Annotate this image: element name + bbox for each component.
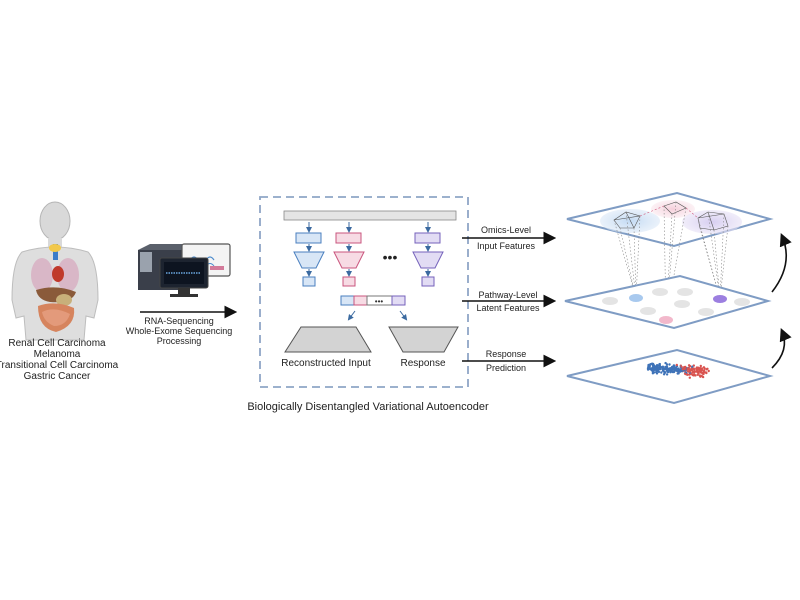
scatter-point bbox=[700, 371, 703, 374]
scatter-point bbox=[702, 369, 706, 372]
cancer-label-3: Transitional Cell Carcinoma bbox=[0, 360, 119, 371]
scatter-point bbox=[699, 375, 702, 378]
scatter-point bbox=[691, 365, 694, 368]
decoder-arrow-left bbox=[347, 310, 356, 321]
scatter-point bbox=[678, 368, 681, 372]
pathway-latent-nodes bbox=[602, 288, 750, 324]
scatter-point bbox=[701, 375, 705, 379]
cancer-label-2: Melanoma bbox=[34, 349, 81, 360]
scatter-point bbox=[647, 363, 651, 367]
scatter-point bbox=[702, 372, 705, 376]
omics-cluster-blue bbox=[600, 209, 660, 233]
response-prediction-label-2: Prediction bbox=[486, 363, 526, 373]
pathway-label-2: Latent Features bbox=[476, 303, 540, 313]
scatter-point bbox=[673, 364, 676, 367]
scatter-point bbox=[658, 362, 661, 366]
scatter-point bbox=[705, 368, 708, 371]
sequencing-label-2: Whole-Exome Sequencing bbox=[126, 326, 233, 336]
scatter-point bbox=[671, 370, 675, 374]
sequencer-computer-illustration bbox=[138, 243, 231, 297]
curved-arrow-upper bbox=[771, 233, 792, 293]
scatter-point bbox=[681, 368, 684, 371]
pathway-plane bbox=[564, 274, 772, 330]
scatter-point bbox=[691, 371, 694, 374]
latent-vector-ellipsis: ••• bbox=[375, 297, 384, 306]
scatter-point bbox=[688, 376, 691, 379]
scatter-point bbox=[693, 370, 697, 373]
scatter-point bbox=[651, 368, 654, 371]
scatter-point bbox=[676, 368, 679, 371]
vae-ellipsis: ••• bbox=[383, 249, 398, 265]
scatter-point bbox=[683, 367, 686, 371]
encoder-branch-purple bbox=[412, 222, 444, 287]
omics-label-1: Omics-Level bbox=[481, 225, 531, 235]
scatter-point bbox=[688, 369, 692, 372]
scatter-point bbox=[699, 364, 702, 368]
scatter-point bbox=[683, 372, 687, 375]
scatter-point bbox=[695, 370, 699, 373]
human-figure-illustration bbox=[11, 201, 99, 341]
vae-title: Biologically Disentangled Variational Au… bbox=[247, 401, 489, 413]
scatter-point bbox=[691, 369, 694, 372]
scatter-point bbox=[651, 372, 655, 375]
scatter-point bbox=[665, 369, 668, 372]
scatter-point bbox=[702, 366, 706, 369]
scatter-point bbox=[664, 361, 667, 365]
plane-connection-lines bbox=[613, 201, 729, 321]
scatter-point bbox=[695, 367, 698, 370]
scatter-point bbox=[663, 370, 666, 373]
response-label: Response bbox=[400, 358, 445, 369]
scatter-point bbox=[665, 365, 669, 368]
scatter-point bbox=[703, 371, 706, 374]
scatter-point bbox=[657, 369, 660, 372]
curved-arrow-lower bbox=[771, 328, 792, 369]
sequencing-label-3: Processing bbox=[157, 336, 202, 346]
encoder-branch-pink bbox=[333, 222, 365, 287]
scatter-point bbox=[668, 363, 671, 366]
sequencing-label-1: RNA-Sequencing bbox=[144, 316, 214, 326]
scatter-point bbox=[652, 365, 655, 369]
scatter-point bbox=[686, 368, 690, 371]
scatter-point bbox=[660, 371, 663, 374]
cancer-label-4: Gastric Cancer bbox=[24, 371, 91, 382]
scatter-point bbox=[665, 373, 669, 376]
omics-network bbox=[613, 201, 729, 231]
omics-cluster-purple bbox=[682, 210, 742, 234]
latent-vector bbox=[340, 295, 406, 306]
encoder-branch-blue bbox=[293, 222, 325, 287]
omics-cluster-pink bbox=[651, 200, 695, 218]
scatter-point bbox=[661, 366, 664, 369]
input-bar bbox=[283, 210, 457, 221]
scatter-point bbox=[687, 364, 691, 367]
scatter-point bbox=[693, 373, 696, 377]
scatter-point bbox=[676, 372, 679, 375]
scatter-point bbox=[650, 362, 654, 365]
decoder-arrow-right bbox=[399, 310, 408, 321]
response-scatter-points bbox=[646, 361, 710, 379]
scatter-point bbox=[658, 364, 662, 368]
reconstructed-input-label: Reconstructed Input bbox=[281, 358, 371, 369]
response-prediction-label-1: Response bbox=[486, 349, 527, 359]
cancer-label-1: Renal Cell Carcinoma bbox=[8, 338, 106, 349]
scatter-point bbox=[692, 367, 695, 370]
scatter-point bbox=[699, 368, 702, 371]
response-plane bbox=[566, 348, 774, 405]
omics-label-2: Input Features bbox=[477, 241, 536, 251]
scatter-point bbox=[684, 365, 687, 369]
scatter-point bbox=[668, 367, 672, 370]
scatter-point bbox=[664, 367, 667, 370]
pathway-label-1: Pathway-Level bbox=[478, 290, 537, 300]
scatter-point bbox=[707, 369, 710, 373]
vae-dashed-frame bbox=[259, 196, 469, 388]
scatter-point bbox=[696, 366, 700, 369]
scatter-point bbox=[655, 370, 658, 374]
reconstruction-decoder bbox=[284, 326, 372, 353]
scatter-point bbox=[657, 366, 660, 370]
scatter-point bbox=[675, 363, 678, 367]
scatter-point bbox=[646, 368, 650, 371]
response-decoder bbox=[388, 326, 459, 353]
